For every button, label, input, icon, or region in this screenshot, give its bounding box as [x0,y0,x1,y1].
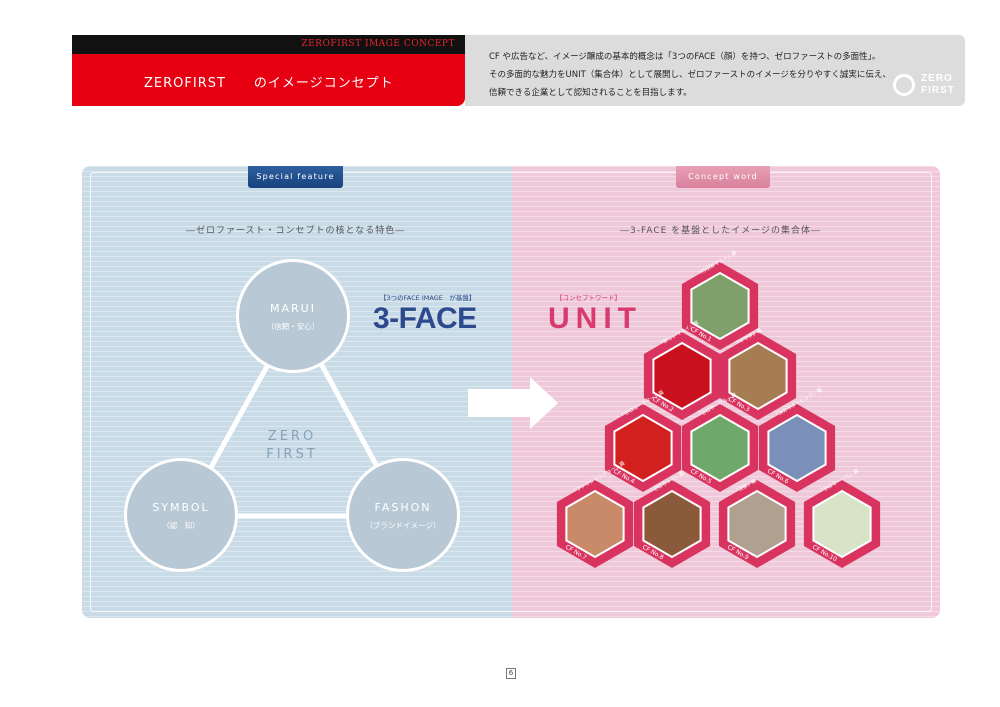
page-number: 6 [506,668,516,679]
logo-ring-icon [893,74,915,96]
unit-hex-9: 「決意」篇CF No.9 [718,477,796,568]
hex-image [728,341,788,411]
hex-image [727,489,787,559]
symbol-circle: SYMBOL （認 知） [124,458,238,572]
left-subtitle: ―ゼロファースト・コンセプトの核となる特色― [186,226,406,236]
symbol-subtitle: （認 知） [162,521,200,530]
center-line-2: FIRST [266,447,318,462]
special-feature-tab: Special feature [248,166,343,188]
right-subtitle: ―3-FACE を基盤としたイメージの集合体― [620,226,821,236]
page-title: ZEROFIRST のイメージコンセプト [144,76,394,91]
hex-image [690,413,750,483]
zerofirst-logo: ZERO FIRST [893,73,957,101]
logo-line-2: FIRST [921,85,955,96]
center-zero-first: ZERO FIRST [252,428,332,464]
unit-hex-3: 「ヤマダ」篇CF No.3 [719,327,797,420]
unit-hex-4: 「ゼロコースター」篇CF No.4 [604,389,682,492]
marui-circle: MARUI （信頼・安心） [236,259,350,373]
logo-text: ZERO FIRST [921,73,955,97]
header-description-box: CF や広告など、イメージ醸成の基本的概念は「3つのFACE（顔）を持つ、ゼロフ… [465,35,965,106]
header-red-bar: ZEROFIRST のイメージコンセプト [72,54,465,106]
unit-hex-pyramid: 「丹羽家マルイ」篇CF No.1「新しいマルイ」篇CF No.2「ヤマダ」篇CF… [556,249,881,568]
hex-image [690,271,750,341]
fashon-title: FASHON [374,501,432,514]
unit-hex-8: 「ゼロちゃん」篇CF No.8 [633,470,711,568]
fashon-subtitle: （ブランドイメージ） [365,521,441,530]
hex-image [767,413,827,483]
concept-tag: ZEROFIRST IMAGE CONCEPT [301,39,455,49]
hex-image [565,489,625,559]
concept-word-panel: Concept word ―3-FACE を基盤としたイメージの集合体― 【コン… [512,166,940,618]
unit-heading: UNIT [548,302,642,335]
center-line-1: ZERO [267,429,317,444]
hex-image [812,489,872,559]
hex-image [613,413,673,483]
hex-image [652,341,712,411]
logo-line-1: ZERO [921,73,953,84]
description-line-3: 信頼できる企業として認知されることを目指します。 [489,88,692,98]
description-line-2: その多面的な魅力をUNIT（集合体）として展開し、ゼロファーストのイメージを分り… [489,70,891,80]
unit-hex-1: 「丹羽家マルイ」篇CF No.1 [681,249,759,350]
description-line-1: CF や広告など、イメージ醸成の基本的概念は「3つのFACE（顔）を持つ、ゼロフ… [489,52,881,62]
face-label: 【3つのFACE IMAGE が基盤】 [380,294,476,302]
concept-word-tab: Concept word [676,166,770,188]
marui-title: MARUI [270,302,316,315]
right-arrow-icon [468,377,558,429]
symbol-title: SYMBOL [152,501,210,514]
triangle-lines [179,310,409,519]
triangle-connector [179,310,409,519]
special-feature-panel: Special feature ―ゼロファースト・コンセプトの核となる特色― M… [82,166,512,618]
header-black-bar: ZEROFIRST IMAGE CONCEPT [72,35,465,54]
marui-subtitle: （信頼・安心） [266,322,320,331]
unit-hex-10: 「ゼロマーベル」篇CF No.10 [803,467,881,568]
fashon-circle: FASHON （ブランドイメージ） [346,458,460,572]
unit-label: 【コンセプトワード】 [556,294,621,302]
face-heading: 3-FACE [373,302,477,335]
hex-image [642,489,702,559]
